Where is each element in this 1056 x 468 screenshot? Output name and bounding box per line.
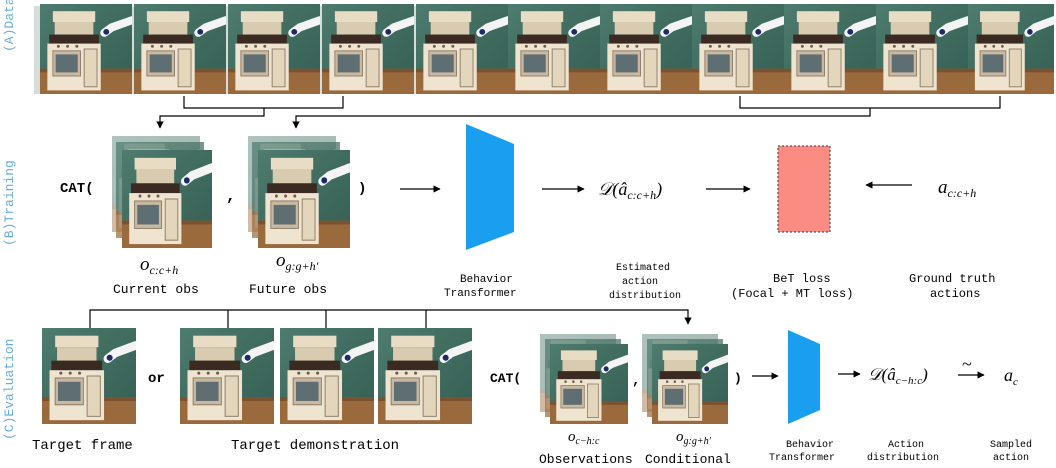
eval-dist-label-1: Action [888,439,924,451]
eval-behavior-transformer-block [788,330,820,424]
eval-connectors [89,309,692,328]
target-demo-images [180,328,472,424]
eval-bet-label-2: Transformer [769,452,835,464]
bet-label-2: Transformer [444,288,517,300]
eval-bet-label-1: Behavior [786,439,834,451]
or-label: or [148,371,165,387]
loss-label-1: BeT loss [773,272,831,286]
training-cat-close: ) [358,181,366,197]
estimated-dist: 𝒟(âc:c+h) [598,179,662,202]
bet-loss-box [777,145,831,233]
gt-label-2: actions [930,287,980,301]
eval-obs-symbol: oc−h:c [568,429,600,447]
estimated-label-2: action [622,276,658,288]
bet-label-1: Behavior [460,274,513,286]
eval-obs-label: Observations [539,452,633,467]
target-frame-label: Target frame [32,438,133,454]
current-obs-label: Current obs [113,282,199,297]
action-label-2: action [993,452,1029,464]
target-frame-image [42,328,136,424]
current-obs-symbol: oc:c+h [140,254,178,277]
estimated-label-1: Estimated [616,262,670,274]
loss-label-2: (Focal + MT loss) [731,287,853,301]
future-obs-symbol: og:g+h′ [276,250,319,273]
gt-label-1: Ground truth [909,272,995,286]
eval-conditional-stack [642,334,728,424]
section-label-training: (B)Training [2,160,17,246]
future-obs-label: Future obs [249,282,327,297]
current-obs-stack [112,136,212,248]
section-label-evaluation: (C)Evaluation [2,339,17,440]
dataset-strip [34,4,1054,94]
training-cat-open: CAT( [60,181,94,197]
gt-symbol: ac:c+h [938,177,976,200]
future-obs-stack [248,136,350,248]
sampled-action-symbol: ac [1004,365,1018,388]
behavior-transformer-block [466,124,514,250]
eval-cond-symbol: og:g+h′ [676,429,712,447]
training-comma: , [226,187,236,205]
eval-cond-label: Conditional [645,452,731,467]
eval-cat-open: CAT( [490,371,521,386]
action-label-1: Sampled [990,439,1032,451]
target-demo-label: Target demonstration [231,438,399,454]
section-label-dataset: (A)Dataset [2,0,17,52]
eval-observation-stack [540,334,628,424]
eval-cat-close: ) [734,371,742,386]
dataset-connectors [156,96,1001,129]
eval-dist-label-2: distribution [867,452,939,464]
eval-comma: , [632,373,640,389]
estimated-label-3: distribution [609,290,681,302]
sample-symbol: ~ [962,354,972,374]
eval-dist: 𝒟(âc−h:c) [868,365,928,387]
